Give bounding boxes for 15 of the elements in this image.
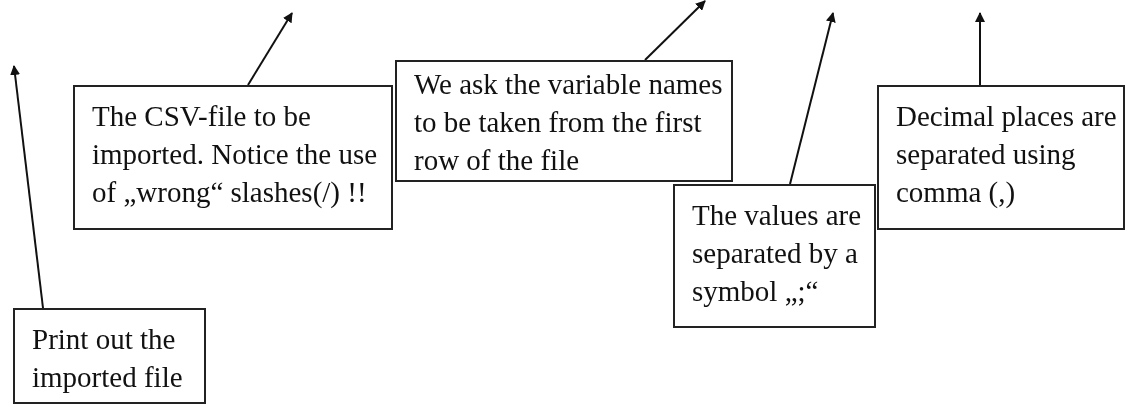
leader-arrow <box>789 12 836 185</box>
leader-arrow <box>975 12 985 86</box>
callout-box <box>73 85 393 230</box>
leader-arrow <box>247 12 293 86</box>
callout-text: The CSV-file to be imported. Notice the use of „wrong“ slashes(/) !! <box>92 99 379 210</box>
callout-box <box>877 85 1125 230</box>
callout-box <box>13 308 206 404</box>
callout-text: We ask the variable names to be taken from the first row of the file <box>414 67 724 178</box>
callout-text: Print out the imported file <box>32 322 184 395</box>
callout-box <box>673 184 876 328</box>
callout-box <box>395 60 733 182</box>
callout-text: The values are separated by a symbol „;“ <box>692 198 863 309</box>
leader-arrow <box>644 0 706 61</box>
callout-text: Decimal places are separated using comma (,) <box>896 99 1117 210</box>
leader-arrow <box>10 65 44 309</box>
